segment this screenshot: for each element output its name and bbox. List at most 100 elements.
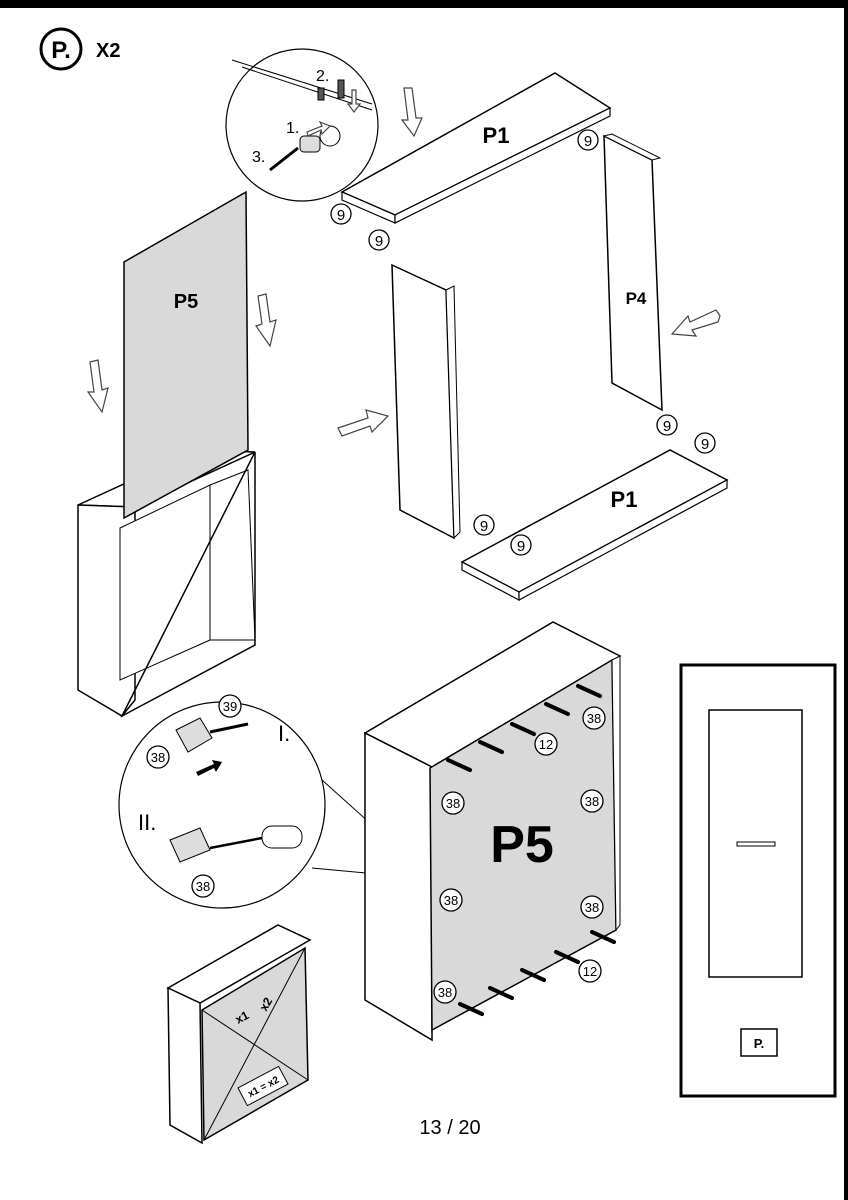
nails-bottom-row <box>458 930 616 1016</box>
detail-board-edge <box>231 59 373 105</box>
panel-label-p1-top: P1 <box>483 123 510 148</box>
tag-nail-a-label: 12 <box>539 737 553 752</box>
overview-label: P. <box>754 1036 765 1051</box>
page-number: 13 / 20 <box>419 1117 480 1139</box>
tag-bracket-b: 38 <box>441 791 465 815</box>
screw-icon <box>209 722 249 734</box>
panel-label-p5-large: P5 <box>490 816 554 874</box>
tag-bracket-c-circle <box>580 789 604 813</box>
nail-icon <box>554 950 580 964</box>
nail-icon <box>478 740 504 754</box>
right-border <box>844 0 848 1200</box>
nail-icon <box>590 930 616 944</box>
tag-bracket-e-label: 38 <box>585 900 599 915</box>
detail-board-edge-2 <box>241 66 373 111</box>
tag-screw-label: 39 <box>223 699 237 714</box>
detail-circle-bottom <box>118 701 326 909</box>
screwdriver-handle-icon <box>261 825 303 849</box>
tag-cam-c-circle <box>577 129 599 151</box>
tag-cam-d-circle <box>656 414 678 436</box>
tag-bracket-b-label: 38 <box>446 796 460 811</box>
tag-bracket-c: 38 <box>580 789 604 813</box>
tag-bracket-f: 38 <box>433 980 457 1004</box>
bracket-icon <box>175 717 213 753</box>
tag-screw-circle <box>218 694 242 718</box>
tag-bracket-e: 38 <box>580 895 604 919</box>
arrow-left-icon <box>196 760 222 776</box>
tag-nail-a-circle <box>534 732 558 756</box>
cabinet-diagonal-side <box>167 986 203 1145</box>
tag-bracket-c-label: 38 <box>585 794 599 809</box>
tag-cam-f-label: 9 <box>480 518 488 535</box>
panel-p1-bottom-group: P1 <box>460 449 729 602</box>
down-arrow-icon-2 <box>255 293 277 348</box>
overview-thumbnail: P. <box>679 663 837 1098</box>
step-letter: P. <box>51 37 71 64</box>
cam-bolt-icon <box>269 146 299 172</box>
tag-bracket-detail-b-circle <box>191 874 215 898</box>
panel-p1-bottom <box>460 449 729 593</box>
down-arrow-icon <box>400 87 423 138</box>
nail-icon <box>510 722 536 736</box>
panel-side-left-edge <box>445 285 461 540</box>
tag-bracket-d-label: 38 <box>444 893 458 908</box>
detail-step-ii: II. <box>138 810 156 835</box>
tag-cam-e-label: 9 <box>701 436 709 453</box>
tag-bracket-detail-b: 38 <box>191 874 215 898</box>
detail-step-3: 3. <box>252 149 265 166</box>
tag-cam-f: 9 <box>473 514 495 536</box>
nail-icon <box>544 702 570 716</box>
tag-cam-a: 9 <box>330 203 352 225</box>
step-quantity: X2 <box>96 40 120 62</box>
dowel-icon-2 <box>317 87 325 101</box>
arrow-1-icon <box>306 120 332 137</box>
nail-icon <box>458 1002 484 1016</box>
detail-circle-top <box>225 48 379 202</box>
nail-icon <box>446 758 472 772</box>
screwdriver-shaft-icon <box>209 836 263 850</box>
tag-bracket-detail-a-label: 38 <box>151 750 165 765</box>
tag-cam-g-label: 9 <box>517 538 525 555</box>
diagonal-label-x1: x1 <box>233 1008 252 1027</box>
panel-p5-small-group: P5 <box>86 190 277 520</box>
step-badge-circle <box>39 27 83 71</box>
tag-cam-b-label: 9 <box>375 233 383 250</box>
panel-p1-top <box>340 72 612 216</box>
left-arrow-icon <box>670 309 721 337</box>
tag-cam-e: 9 <box>694 432 716 454</box>
arrow-2-icon <box>346 89 362 113</box>
tag-bracket-detail-a-circle <box>146 745 170 769</box>
tag-cam-d: 9 <box>656 414 678 436</box>
tag-cam-e-circle <box>694 432 716 454</box>
tag-cam-d-label: 9 <box>663 418 671 435</box>
tag-cam-b: 9 <box>368 229 390 251</box>
panel-p1-top-edge-2 <box>394 107 611 224</box>
tag-nail-b: 12 <box>578 959 602 983</box>
tag-bracket-f-label: 38 <box>438 985 452 1000</box>
step-header: P. X2 <box>39 27 120 71</box>
tag-cam-g: 9 <box>510 534 532 556</box>
tag-cam-g-circle <box>510 534 532 556</box>
cam-fitting-icon <box>299 135 321 153</box>
tag-screw-39: 39 <box>218 694 242 718</box>
detail-cam-lock: 1. 2. 3. <box>225 48 379 202</box>
panel-p4-group: P4 <box>602 133 721 412</box>
nail-icon <box>520 968 546 982</box>
nails-top-row <box>446 684 602 772</box>
tag-bracket-b-circle <box>441 791 465 815</box>
diagonal-line-1 <box>201 1009 309 1081</box>
tag-cam-c-label: 9 <box>584 133 592 150</box>
tag-bracket-d: 38 <box>439 888 463 912</box>
tag-nail-b-circle <box>578 959 602 983</box>
tag-cam-f-circle <box>473 514 495 536</box>
bracket-icon-2 <box>169 827 211 863</box>
nail-icon <box>576 684 602 698</box>
tag-cam-a-circle <box>330 203 352 225</box>
panel-p1-top-group: P1 <box>340 72 612 224</box>
cabinet-large-side <box>364 731 433 1042</box>
panel-side-left <box>391 263 455 540</box>
tag-bracket-a: 38 <box>582 706 606 730</box>
panel-side-left-group <box>337 263 461 540</box>
top-border <box>0 0 848 8</box>
tag-cam-b-circle <box>368 229 390 251</box>
